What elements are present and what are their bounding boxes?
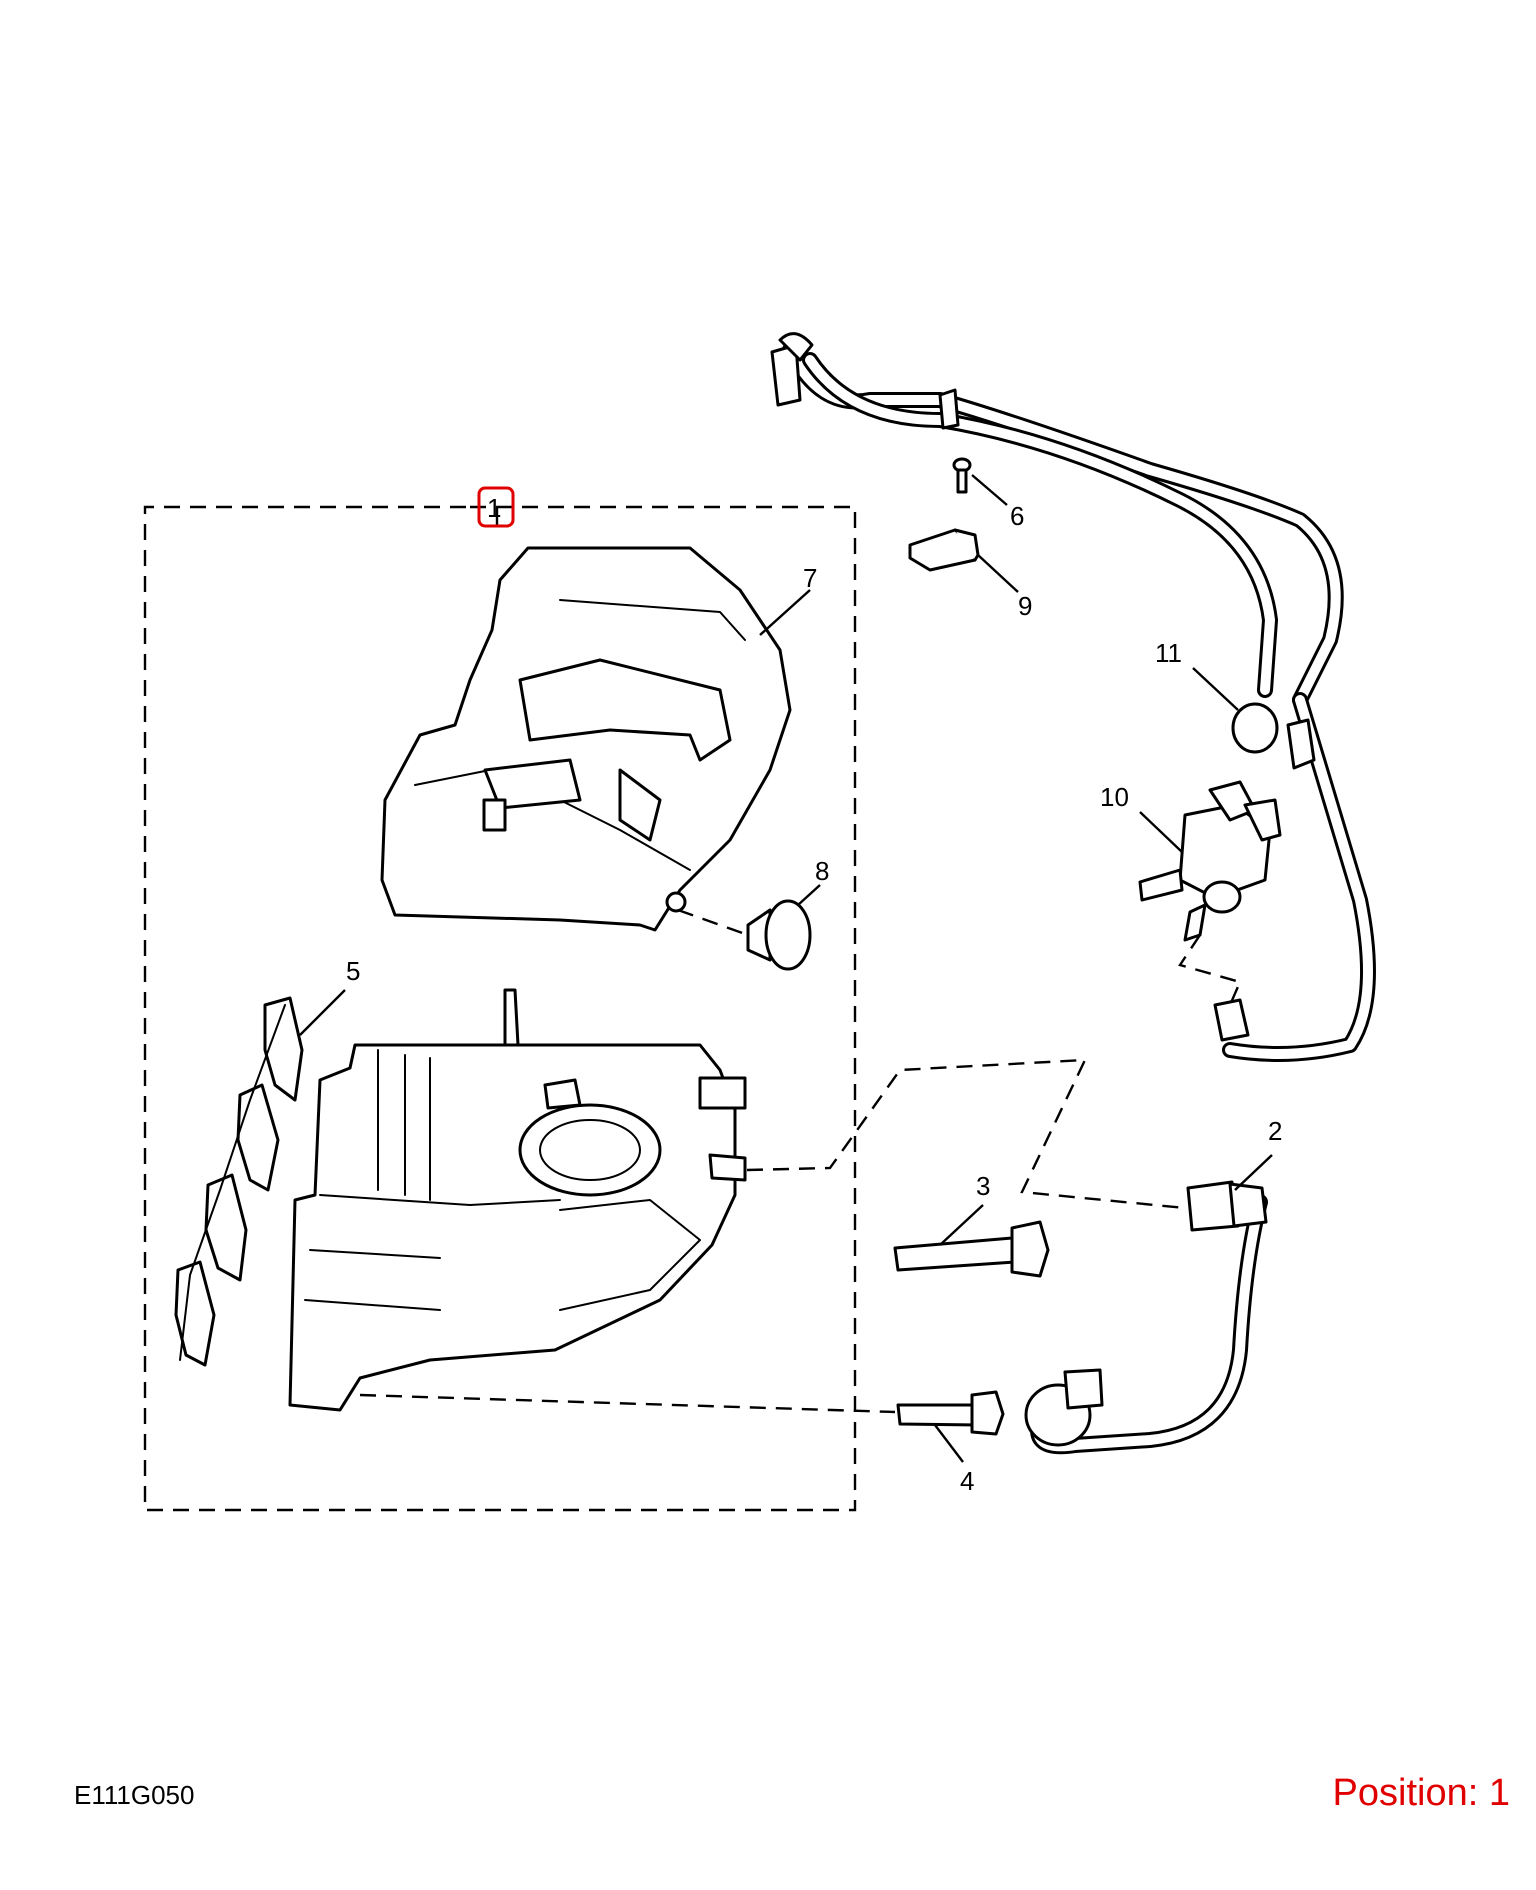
- callout-1-highlight: [477, 486, 515, 528]
- connection-line-valve: [1178, 934, 1242, 1006]
- leader-5: [299, 989, 346, 1036]
- leader-3: [939, 1204, 984, 1246]
- part-8-push-pin[interactable]: [746, 899, 812, 971]
- part-1-intake-manifold[interactable]: [288, 988, 747, 1412]
- callout-4[interactable]: 4: [960, 1466, 974, 1496]
- callout-7[interactable]: 7: [803, 563, 817, 593]
- diagram-code: E111G050: [74, 1780, 195, 1810]
- callout-11[interactable]: 11: [1155, 638, 1182, 668]
- part-6-bolt[interactable]: [952, 457, 972, 494]
- leader-8: [797, 884, 821, 906]
- leader-4: [934, 1424, 964, 1463]
- part-5-gasket[interactable]: [174, 996, 304, 1367]
- callout-6[interactable]: 6: [1010, 501, 1024, 531]
- connection-line-manifold-to-bolt-4: [359, 1393, 896, 1414]
- callout-1[interactable]: 1: [487, 493, 501, 523]
- callout-3[interactable]: 3: [976, 1171, 990, 1201]
- leader-9: [977, 554, 1019, 593]
- leader-7: [759, 589, 811, 636]
- leader-11: [1192, 667, 1239, 711]
- part-7-intake-cover[interactable]: [380, 546, 792, 932]
- leader-2: [1234, 1154, 1273, 1191]
- callout-9[interactable]: 9: [1018, 591, 1032, 621]
- part-4-bolt[interactable]: [896, 1390, 1005, 1436]
- connection-line-pin: [677, 908, 749, 937]
- callout-8[interactable]: 8: [815, 856, 829, 886]
- connection-line-manifold-to-hose: [746, 1058, 1186, 1210]
- part-3-bolt[interactable]: [893, 1220, 1050, 1278]
- callout-5[interactable]: 5: [346, 956, 360, 986]
- position-indicator: Position: 1: [1332, 1772, 1510, 1814]
- part-2-vacuum-hose[interactable]: [1024, 1180, 1268, 1455]
- callout-10[interactable]: 10: [1100, 782, 1129, 812]
- leader-10: [1139, 811, 1183, 853]
- part-9-bracket[interactable]: [908, 528, 980, 572]
- assembly-boundary: [143, 505, 857, 1512]
- callout-2[interactable]: 2: [1268, 1116, 1282, 1146]
- leader-6: [971, 474, 1008, 506]
- part-10-purge-valve[interactable]: [1138, 780, 1282, 942]
- part-11-hose-assembly[interactable]: [770, 332, 1376, 1062]
